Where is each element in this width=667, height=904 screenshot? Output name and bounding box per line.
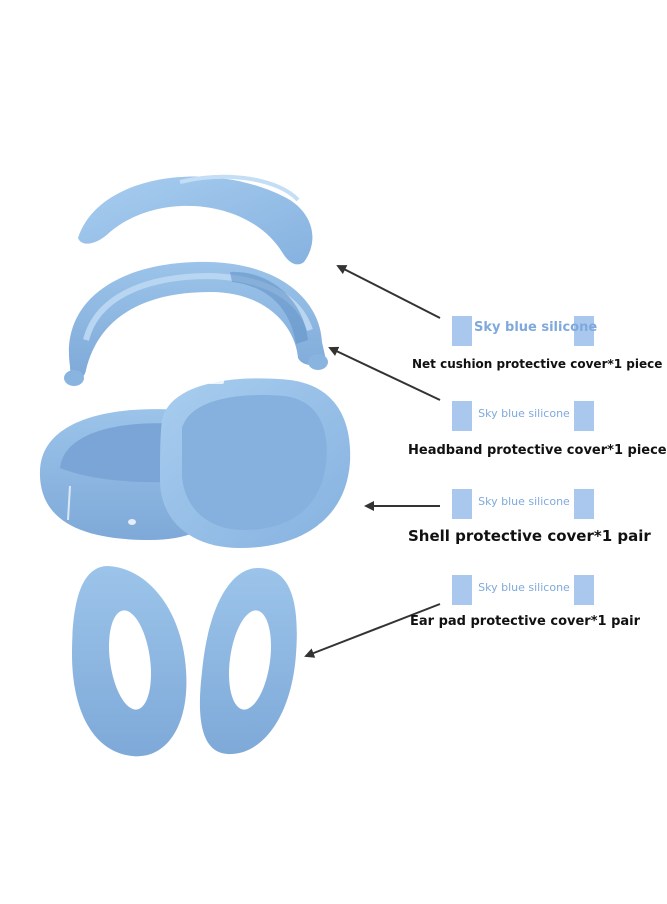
net-cushion-label: Net cushion protective cover*1 piece	[412, 357, 663, 371]
color-swatch-headband: Sky blue silicone	[452, 401, 594, 431]
color-swatch-ear-pad: Sky blue silicone	[452, 575, 594, 605]
arrow-left-icon	[328, 346, 441, 401]
swatch-block	[452, 489, 472, 519]
shell-label: Shell protective cover*1 pair	[408, 527, 651, 545]
swatch-label: Sky blue silicone	[478, 581, 570, 594]
ear-pad-label: Ear pad protective cover*1 pair	[410, 614, 641, 629]
swatch-label: Sky blue silicone	[478, 495, 570, 508]
color-swatch-shell: Sky blue silicone	[452, 489, 594, 519]
color-swatch-net-cushion: Sky blue silicone	[452, 316, 598, 346]
swatch-block	[452, 401, 472, 431]
arrow-left-icon	[304, 603, 441, 658]
shell-cover-image	[39, 376, 351, 548]
swatch-block	[574, 575, 594, 605]
swatch-block	[574, 401, 594, 431]
arrow-left-icon	[336, 265, 441, 319]
headband-cover-image	[64, 261, 328, 386]
swatch-block	[574, 489, 594, 519]
swatch-block	[452, 575, 472, 605]
ear-pad-cover-image	[72, 566, 297, 757]
net-cushion-cover-image	[78, 174, 313, 265]
swatch-block	[574, 316, 594, 346]
swatch-label: Sky blue silicone	[474, 320, 598, 335]
swatch-block	[452, 316, 472, 346]
swatch-label: Sky blue silicone	[478, 407, 570, 420]
headband-label: Headband protective cover*1 piece	[408, 443, 667, 458]
